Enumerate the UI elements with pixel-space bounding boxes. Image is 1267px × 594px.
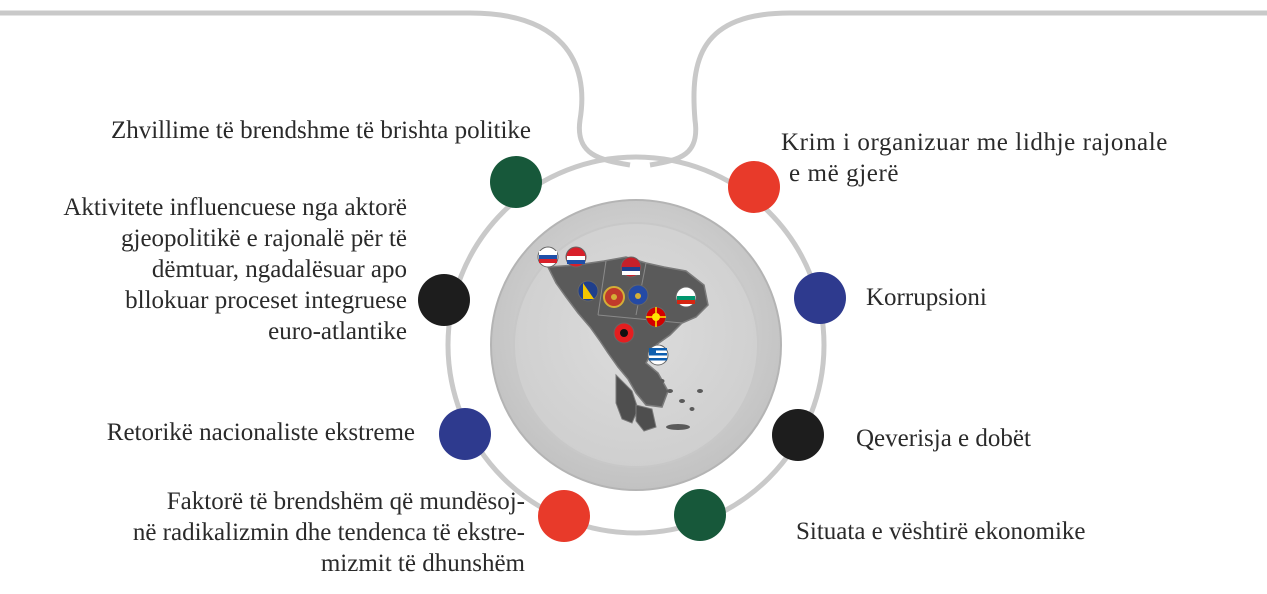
factor-label-corruption: Korrupsioni <box>866 284 987 311</box>
factor-node-red-1 <box>728 161 780 213</box>
serbia-flag-icon <box>620 256 642 278</box>
slovenia-flag-icon <box>537 246 559 268</box>
bulgaria-flag-icon <box>675 286 697 308</box>
bosnia-flag-icon <box>577 280 599 302</box>
kosovo-flag-icon <box>627 284 649 306</box>
north-macedonia-flag-icon <box>645 306 667 328</box>
greece-flag-icon <box>647 344 669 366</box>
balkans-map-disc <box>490 199 782 491</box>
factor-node-red-2 <box>538 490 590 542</box>
factor-node-green-1 <box>490 156 542 208</box>
left-connector-curve <box>469 10 631 168</box>
factor-node-blue-2 <box>794 272 846 324</box>
factor-node-black-2 <box>772 409 824 461</box>
factor-label-nationalist-rhetoric: Retorikë nacionaliste ekstreme <box>106 419 415 446</box>
factor-node-green-2 <box>674 489 726 541</box>
factor-node-black-1 <box>418 274 470 326</box>
montenegro-flag-icon <box>603 286 625 308</box>
croatia-flag-icon <box>565 246 587 268</box>
factor-label-fragile-politics: Zhvillime të brendshme të brishta politi… <box>110 117 531 144</box>
factor-label-weak-governance: Qeverisja e dobët <box>856 425 1031 452</box>
factor-label-economic-situation: Situata e vështirë ekonomike <box>796 518 1086 545</box>
factor-node-blue-1 <box>439 408 491 460</box>
factor-label-organized-crime: Krim i organizuar me lidhje rajonale e m… <box>781 129 1168 187</box>
factor-label-internal-radicalization: Faktorë të brendshëm që mundësoj- në rad… <box>132 488 525 577</box>
orbit-ring <box>445 154 827 536</box>
right-connector-curve <box>649 10 791 168</box>
albania-flag-icon <box>613 322 635 344</box>
factor-label-geopolitical-influence: Aktivitete influencuese nga aktorë gjeop… <box>63 194 407 345</box>
